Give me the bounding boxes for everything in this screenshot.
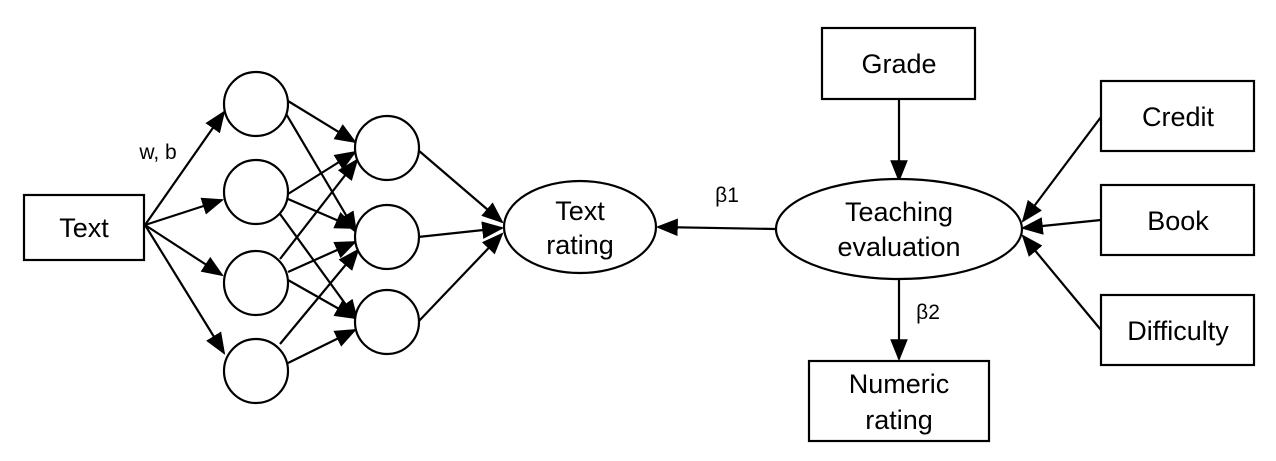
labels: Text Text rating Teaching evaluation Gra… [59, 49, 1229, 435]
credit-node [1099, 79, 1256, 153]
hidden-layer-2-neuron [353, 203, 421, 271]
edge-teaching-to-text-rating [655, 218, 776, 237]
beta2-label: β2 [916, 301, 940, 324]
hidden-layer-1-neuron [222, 249, 290, 317]
difficulty-node [1099, 293, 1256, 367]
credit-label: Credit [1142, 102, 1215, 132]
grade-node [820, 26, 977, 101]
numeric-rating-label-line1: Numeric [849, 369, 950, 399]
text-rating-label-line1: Text [555, 196, 605, 226]
teaching-evaluation-label-line2: evaluation [837, 232, 960, 262]
difficulty-label: Difficulty [1127, 316, 1229, 346]
edge-h1-1-to-h2-2 [284, 111, 358, 234]
edge-h1-3-to-h2-3 [287, 279, 357, 320]
edge-h1-2-to-h2-3 [279, 213, 359, 322]
text-rating-label-line2: rating [546, 230, 614, 260]
text-rating-node [502, 179, 658, 275]
edge-h1-1-to-h2-1 [287, 100, 357, 144]
teaching-evaluation-label-line1: Teaching [845, 197, 953, 227]
edge-h1-4-to-h2-3 [287, 329, 357, 364]
edge-text-to-h1-2 [144, 197, 225, 227]
edge-h1-2-to-h2-2 [287, 197, 358, 230]
book-node [1099, 183, 1256, 257]
edge-text-to-h1-1 [144, 110, 226, 226]
edge-text-to-h1-3 [144, 224, 224, 277]
edge-h1-4-to-h2-2 [279, 248, 360, 345]
teaching-evaluation-node [774, 177, 1024, 281]
edge-text-to-h1-4 [144, 224, 226, 355]
text-input-label: Text [59, 213, 109, 243]
edge-credit-to-teaching [1021, 116, 1102, 223]
text-input-node [22, 193, 146, 262]
edge-h2-2-to-text-rating [417, 221, 505, 239]
numeric-rating-label-line2: rating [865, 405, 933, 435]
edge-h2-1-to-text-rating [417, 149, 504, 224]
edge-h1-2-to-h2-1 [287, 150, 357, 195]
hidden-layer-1-neuron [222, 70, 290, 138]
hidden-layer-2-neuron [353, 114, 421, 182]
weights-label: w, b [138, 141, 176, 164]
edge-book-to-teaching [1020, 217, 1102, 235]
nodes [22, 26, 1256, 443]
grade-label: Grade [861, 49, 936, 79]
edge-h1-3-to-h2-2 [287, 240, 358, 274]
hidden-layer-1-neuron [222, 158, 290, 226]
hidden-layer-2-neuron [353, 288, 421, 356]
hidden-layer-1-neuron [222, 337, 290, 405]
numeric-rating-node [807, 359, 991, 443]
edge-difficulty-to-teaching [1021, 234, 1102, 331]
beta1-label: β1 [715, 184, 739, 207]
edges [144, 99, 1102, 364]
book-label: Book [1147, 206, 1209, 236]
edge-h1-3-to-h2-1 [279, 158, 359, 260]
edge-h2-3-to-text-rating [417, 232, 504, 323]
